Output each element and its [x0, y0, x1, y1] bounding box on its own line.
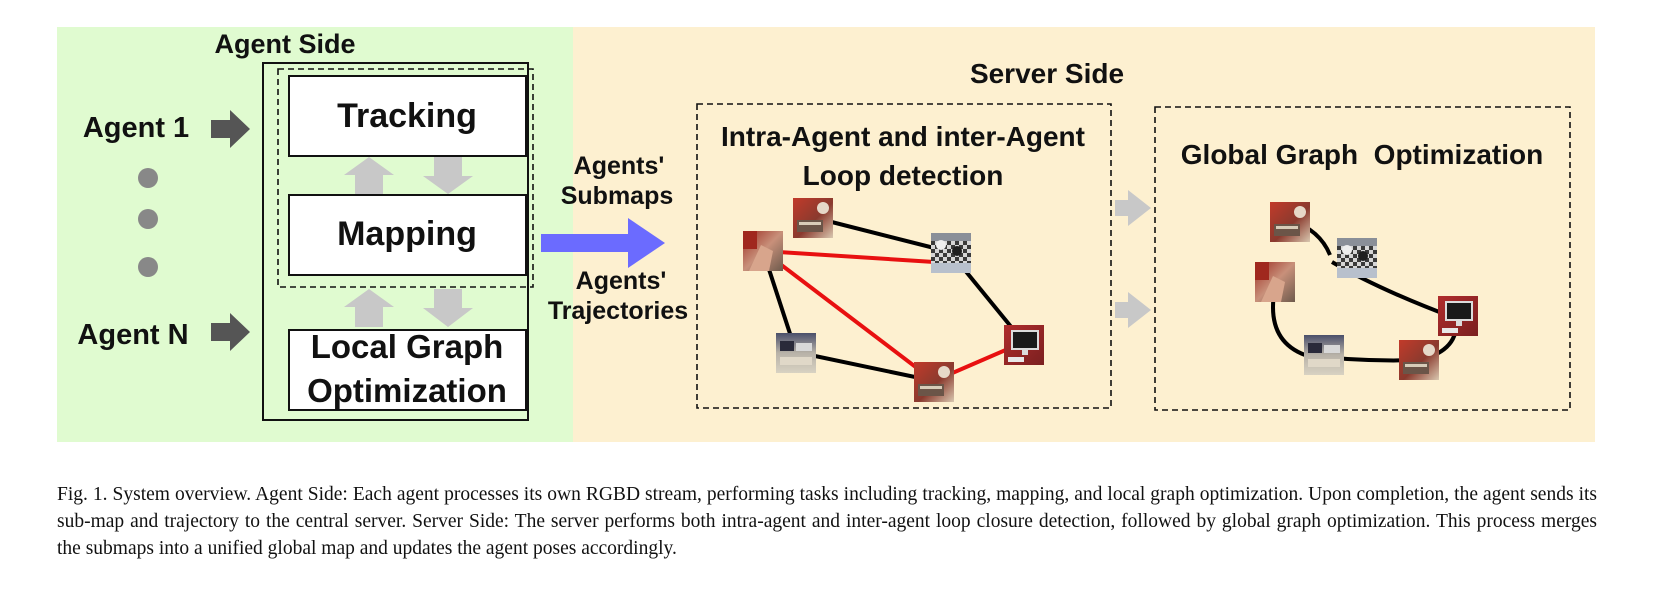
global-graph: [1255, 202, 1478, 380]
up-arrow-icon: [344, 157, 394, 194]
mapping-label: Mapping: [337, 215, 477, 253]
right-arrow-icon: [211, 313, 250, 351]
system-overview-diagram: Agent Side Tracking Mapping Local Graph …: [57, 27, 1595, 442]
submaps-label-line2: Submaps: [561, 182, 674, 210]
thumbnail-chessboard: [931, 233, 971, 273]
thumbnail-red-chair: [793, 198, 833, 238]
odometry-edge: [811, 215, 951, 254]
down-arrow-icon: [423, 289, 473, 327]
global-graph-group: [1154, 106, 1571, 411]
thumbnail-monitor: [1004, 325, 1044, 365]
ellipsis-dot: [138, 209, 158, 229]
figure-caption: Fig. 1. System overview. Agent Side: Eac…: [57, 484, 1597, 559]
thumbnail-red-chair: [1399, 340, 1439, 380]
server-side-title: Server Side: [970, 58, 1124, 89]
agent-first-label: Agent 1: [83, 112, 189, 144]
thumbnail-monitor: [1438, 296, 1478, 336]
loop-detection-label-line1: Intra-Agent and inter-Agent: [721, 121, 1085, 152]
ellipsis-dot: [138, 168, 158, 188]
loop-detection-group: [696, 103, 1112, 409]
up-arrow-icon: [344, 289, 394, 327]
submaps-label-line1: Agents': [574, 152, 665, 180]
tracking-box: [288, 75, 527, 157]
local-graph-label-line2: Optimization: [307, 372, 507, 409]
tracking-label: Tracking: [337, 97, 477, 135]
loop-closure-edge: [762, 249, 951, 265]
local-graph-box: [288, 329, 527, 411]
agent-module-frame: [262, 62, 529, 421]
thumbnail-desk: [1304, 335, 1344, 375]
trajectories-label-line1: Agents': [576, 267, 667, 295]
thumbnail-red-chair: [1270, 202, 1310, 242]
thumbnail-hand: [1255, 262, 1295, 302]
local-graph-label-line1: Local Graph: [311, 328, 504, 365]
thumbnail-chessboard: [1337, 238, 1377, 278]
transfer-arrow-icon: [541, 218, 665, 268]
thumbnail-hand: [743, 231, 783, 271]
trajectories-label-line2: Trajectories: [548, 297, 688, 325]
loop-closure-edge: [761, 249, 936, 383]
agent-side-title: Agent Side: [214, 29, 355, 59]
right-arrow-icon: [211, 110, 250, 148]
ellipsis-dot: [138, 257, 158, 277]
mapping-box: [288, 194, 527, 276]
right-arrow-icon: [1115, 190, 1151, 226]
right-arrow-icon: [1115, 292, 1151, 328]
agent-last-label: Agent N: [77, 319, 188, 351]
global-graph-label: Global Graph Optimization: [1181, 139, 1543, 170]
loop-graph: [743, 198, 1044, 402]
odometry-edge: [795, 350, 935, 383]
loop-detection-label-line2: Loop detection: [803, 160, 1004, 191]
thumbnail-desk: [776, 333, 816, 373]
tracking-mapping-group: [277, 68, 534, 288]
thumbnail-red-chair: [914, 362, 954, 402]
server-side-panel: [573, 27, 1595, 442]
down-arrow-icon: [423, 157, 473, 194]
